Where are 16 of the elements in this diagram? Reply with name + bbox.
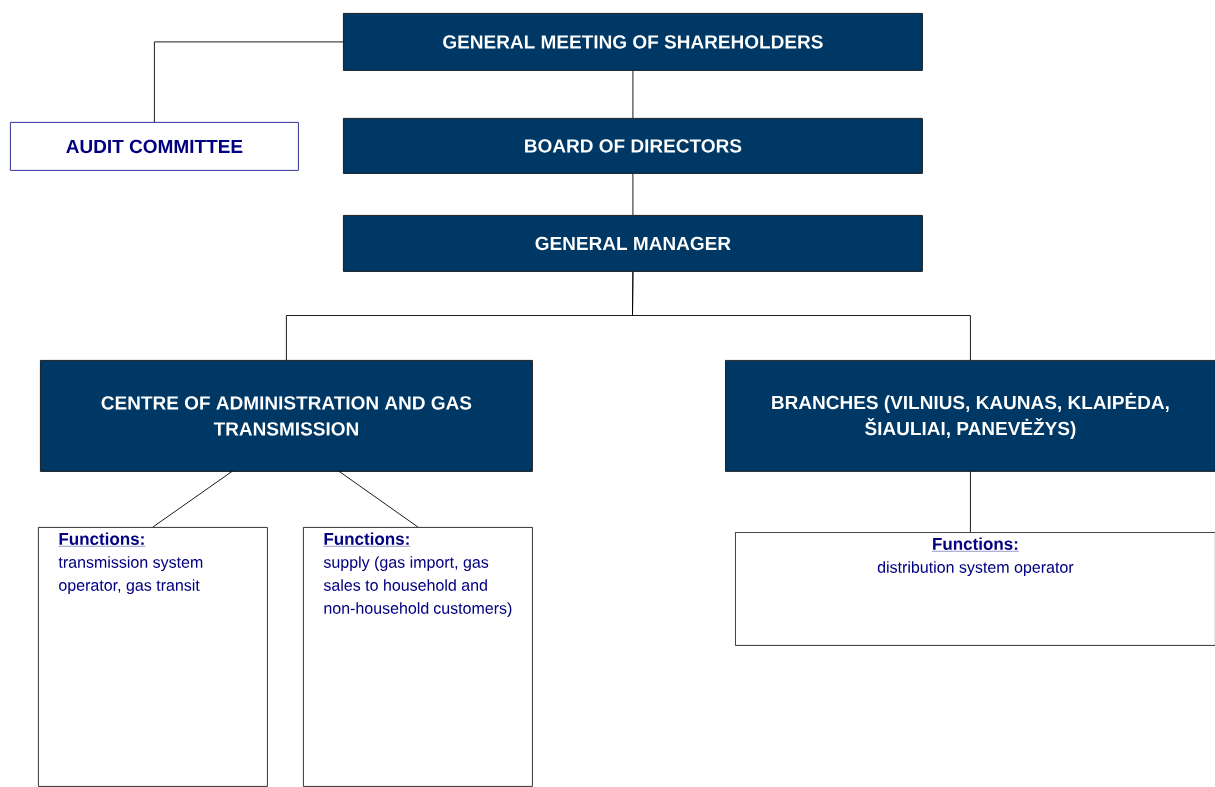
functions-box: Functions: transmission system operator, gas transit — [38, 527, 268, 787]
connector-line — [969, 471, 971, 533]
connector-line — [152, 470, 234, 528]
connector-line — [338, 470, 419, 528]
org-box: GENERAL MEETING OF SHAREHOLDERS — [343, 13, 923, 71]
connector-line — [632, 271, 971, 361]
connector-line — [632, 173, 634, 216]
functions-box: Functions: supply (gas import, gas sales to household and non-household customers) — [303, 527, 533, 787]
org-box: BRANCHES (VILNIUS, KAUNAS, KLAIPĖDA, ŠIAULIAI, PANEVĖŽYS) — [725, 360, 1215, 472]
org-box: BOARD OF DIRECTORS — [343, 118, 923, 174]
connector-line — [153, 41, 344, 123]
org-box: CENTRE OF ADMINISTRATION AND GAS TRANSMISSION — [40, 360, 533, 472]
functions-box: Functions: distribution system operator — [735, 532, 1215, 646]
org-box: GENERAL MANAGER — [343, 215, 923, 272]
connector-line — [632, 70, 634, 119]
committee-box: AUDIT COMMITTEE — [10, 122, 299, 171]
